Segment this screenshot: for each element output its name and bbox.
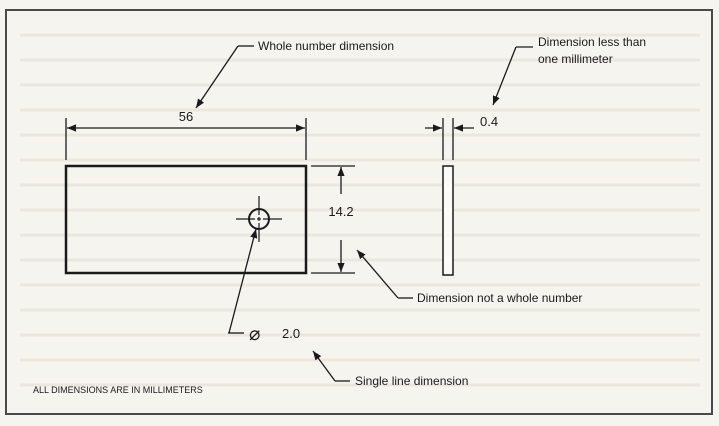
background-texture (20, 33, 700, 387)
whole-number-callout (195, 45, 254, 109)
side-view-strip (442, 165, 454, 276)
figure-frame (5, 9, 713, 415)
diameter-leader (228, 228, 258, 334)
thickness-dimension (425, 118, 474, 160)
whole-number-label: Whole number dimension (258, 39, 394, 53)
single-line-callout (312, 350, 350, 382)
height-value: 14.2 (328, 204, 353, 219)
length-value: 56 (179, 109, 193, 124)
thickness-value: 0.4 (480, 114, 498, 129)
single-line-label: Single line dimension (355, 374, 468, 388)
units-note: ALL DIMENSIONS ARE IN MILLIMETERS (33, 385, 203, 395)
not-whole-callout (356, 249, 413, 299)
hole-centerlines (236, 196, 282, 242)
height-dimension (311, 165, 355, 274)
diameter-symbol: ⌀ (249, 324, 260, 345)
length-dimension (65, 118, 307, 160)
plate-outline (64, 164, 308, 275)
less-than-one-label-line2: one millimeter (538, 52, 613, 66)
diameter-value: 2.0 (282, 326, 300, 341)
not-whole-label: Dimension not a whole number (417, 291, 582, 305)
less-than-one-label-line1: Dimension less than (538, 35, 646, 49)
less-than-one-callout (492, 46, 533, 106)
